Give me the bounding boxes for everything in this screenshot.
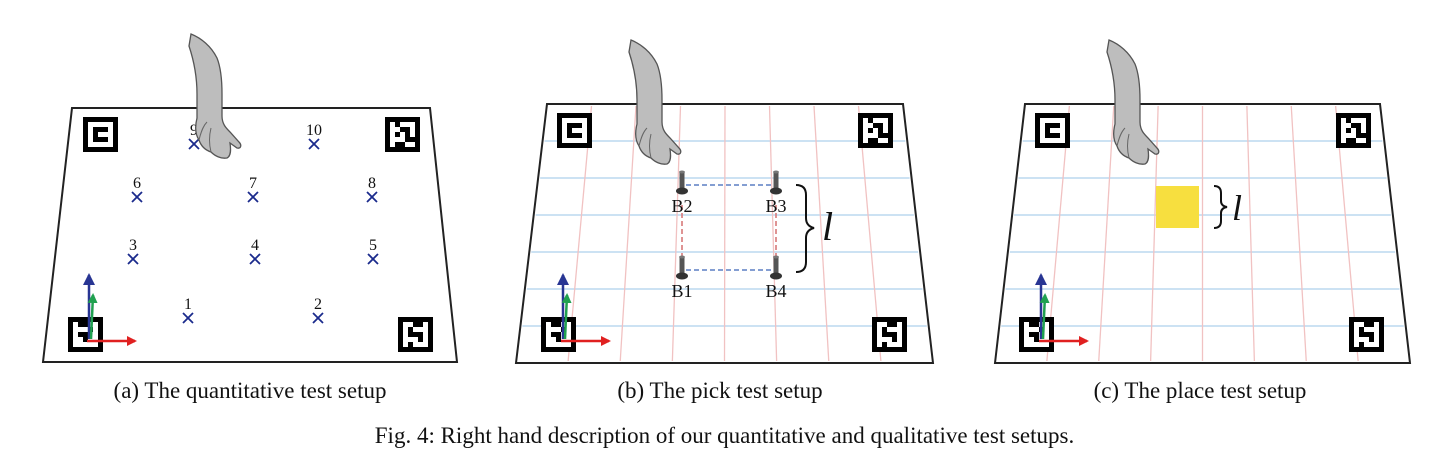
bolt-label: B2: [671, 196, 692, 216]
grid-line-vertical: [813, 105, 830, 362]
aruco-marker-tl-c: [1035, 113, 1070, 148]
grid-line-vertical: [723, 105, 726, 362]
aruco-marker-br-b: [872, 317, 907, 352]
aruco-marker-tr-c: [1336, 113, 1371, 148]
bolt-icon: B4: [765, 255, 787, 301]
target-label: 1: [184, 296, 192, 313]
grid-line-vertical: [1246, 105, 1256, 362]
length-label-c: l: [1232, 188, 1242, 228]
panel-a: 1 2 3 4 5 6 7 8 9 10: [41, 33, 459, 363]
pointing-hand-icon: [628, 39, 682, 165]
y-axis-arrow: [561, 293, 572, 340]
target-label: 7: [249, 175, 257, 192]
aruco-marker-tl-a: [83, 117, 118, 152]
target-square: [1156, 186, 1199, 228]
grid-line-vertical: [1290, 105, 1307, 362]
aruco-marker-tl-b: [557, 113, 592, 148]
axes-b: [557, 273, 611, 346]
target-marker: 5: [367, 237, 379, 265]
aruco-marker-bl-c: [1019, 317, 1054, 352]
target-marker: 8: [366, 175, 378, 203]
bolt-label: B1: [671, 281, 692, 301]
target-label: 9: [190, 122, 198, 139]
target-marker: 2: [312, 296, 324, 324]
axes-c: [1035, 273, 1089, 346]
bolt-label: B3: [765, 196, 786, 216]
aruco-marker-bl-a: [68, 317, 103, 352]
y-axis-arrow: [87, 293, 98, 340]
grid-line-vertical: [768, 105, 778, 362]
length-brace-c: l: [1213, 185, 1242, 229]
aruco-marker-br-a: [398, 317, 433, 352]
bolt-square-outline: [681, 184, 777, 271]
target-marker: 9: [188, 122, 200, 150]
target-label: 8: [368, 175, 376, 192]
target-marker: 3: [127, 237, 139, 265]
caption-panel-c: (c) The place test setup: [1093, 378, 1307, 403]
caption-panel-b: (b) The pick test setup: [617, 378, 823, 403]
target-label: 10: [306, 122, 322, 139]
pointing-hand-icon: [188, 33, 242, 159]
target-marker: 4: [249, 237, 261, 265]
target-marker: 6: [131, 175, 143, 203]
target-label: 5: [369, 237, 377, 254]
bolt-label: B4: [765, 281, 786, 301]
aruco-marker-tr-a: [385, 117, 420, 152]
bolt-icon: B3: [765, 170, 787, 216]
target-marker: 1: [182, 296, 194, 324]
length-label-b: l: [822, 204, 833, 249]
grid-line-vertical: [1098, 105, 1115, 362]
target-marker: 7: [247, 175, 259, 203]
figure-caption: Fig. 4: Right hand description of our qu…: [374, 423, 1075, 448]
pointing-hand-icon: [1106, 39, 1160, 165]
target-label: 6: [133, 175, 141, 192]
y-axis-arrow: [1039, 293, 1050, 340]
axes-a: [83, 273, 137, 346]
board-a: [41, 107, 459, 363]
bolt-icon: B2: [671, 170, 693, 216]
aruco-marker-bl-b: [541, 317, 576, 352]
length-brace-b: l: [795, 184, 833, 273]
target-marker: 10: [306, 122, 322, 150]
target-label: 4: [251, 237, 259, 254]
bolt-icon: B1: [671, 255, 693, 301]
aruco-marker-br-c: [1349, 317, 1384, 352]
caption-panel-a: (a) The quantitative test setup: [113, 378, 387, 403]
grid-line-vertical: [619, 105, 637, 362]
panel-c: l: [993, 39, 1412, 364]
aruco-marker-tr-b: [858, 113, 893, 148]
target-label: 3: [129, 237, 137, 254]
target-label: 2: [314, 296, 322, 313]
